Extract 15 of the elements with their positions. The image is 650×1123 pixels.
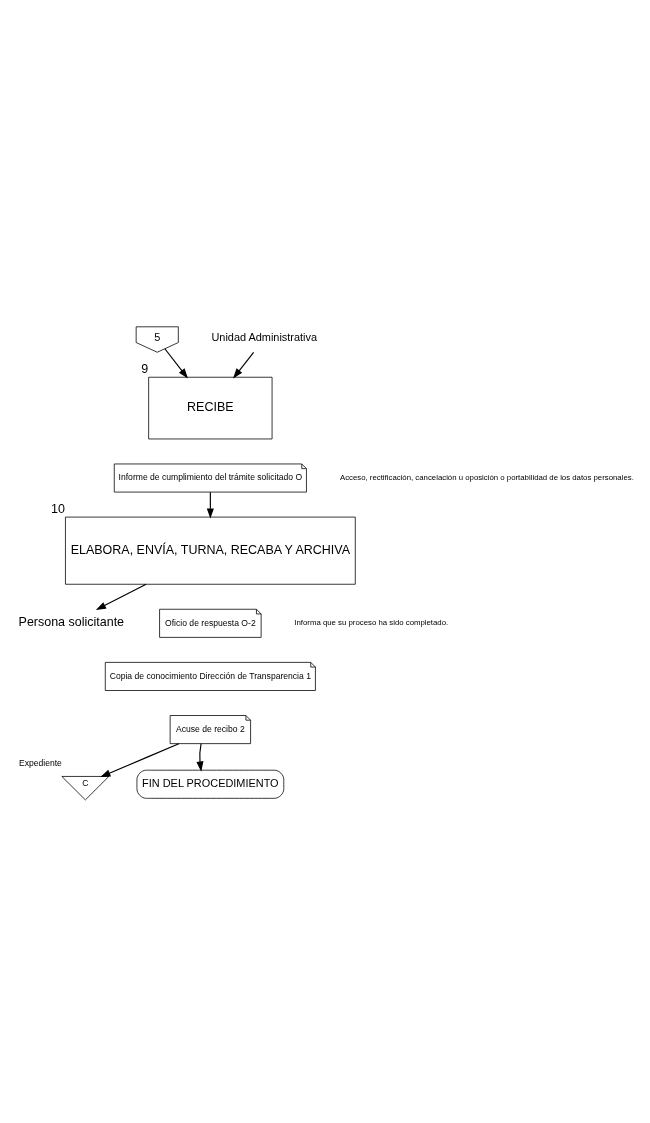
node-label: Expediente [18, 757, 62, 768]
node-text: Persona solicitante [18, 614, 125, 629]
node-box: ELABORA, ENVÍA, TURNA, RECABA Y ARCHIVA [65, 516, 356, 585]
arrow [196, 742, 204, 772]
arrow [100, 742, 180, 777]
label: Acceso, rectificación, cancelación u oposición o portabilidad de los datos personales. [339, 472, 634, 482]
arrow [164, 347, 188, 378]
node-text: Unidad Administrativa [211, 330, 318, 343]
node-box: FIN DEL PROCEDIMIENTO [136, 769, 285, 799]
node-label: 9 [141, 361, 149, 376]
label: Informa que su proceso ha sido completado. [294, 617, 449, 627]
arrow [95, 583, 147, 610]
node-box: RECIBE [148, 376, 273, 439]
node-label: 10 [51, 501, 65, 516]
arrow [233, 351, 255, 379]
